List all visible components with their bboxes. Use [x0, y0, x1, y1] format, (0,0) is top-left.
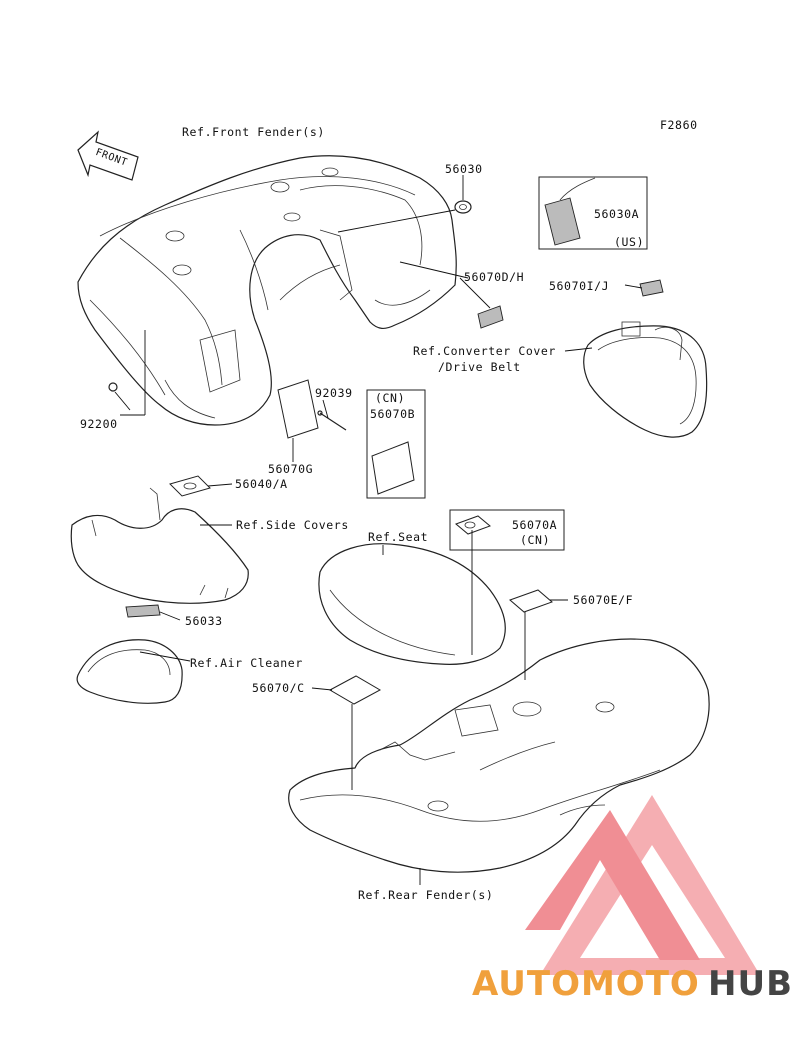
leader-lines — [114, 175, 643, 885]
label-56070C: 56070/C — [252, 681, 305, 695]
ref-air-cleaner: Ref.Air Cleaner — [190, 656, 303, 670]
decal-56070C — [328, 675, 382, 705]
label-56070A-region: (CN) — [520, 533, 550, 547]
diagram-code: F2860 — [660, 118, 698, 132]
label-56070A: 56070A — [512, 518, 557, 532]
box-56030A — [538, 176, 648, 250]
ref-rear-fender: Ref.Rear Fender(s) — [358, 888, 493, 902]
labels: F2860 Ref.Front Fender(s) 56030 56030A (… — [80, 118, 698, 902]
ref-side-covers: Ref.Side Covers — [236, 518, 349, 532]
watermark-text: AUTOMOTO HUB — [472, 964, 793, 1004]
ref-converter-cover: Ref.Converter Cover — [413, 344, 556, 358]
label-56070B: 56070B — [370, 407, 415, 421]
front-arrow: FRONT — [77, 130, 139, 181]
label-56033: 56033 — [185, 614, 223, 628]
decal-56070DH — [477, 305, 504, 329]
decal-56040A — [169, 475, 211, 497]
watermark-brand-part1: AUTOMOTO — [472, 964, 700, 1004]
rear-fender-drawing — [288, 638, 710, 873]
label-56030A-region: (US) — [614, 235, 644, 249]
part-92039 — [317, 410, 347, 431]
ref-front-fender: Ref.Front Fender(s) — [182, 125, 325, 139]
part-92200 — [108, 382, 118, 392]
decal-56070G — [277, 379, 319, 439]
box-56070B — [366, 389, 426, 499]
decal-56030 — [454, 200, 472, 214]
label-56070IJ: 56070I/J — [549, 279, 609, 293]
side-covers-drawing — [70, 487, 249, 604]
label-56030A: 56030A — [594, 207, 639, 221]
label-56040A: 56040/A — [235, 477, 288, 491]
label-56070G: 56070G — [268, 462, 313, 476]
label-56070B-region: (CN) — [375, 391, 405, 405]
label-56070DH: 56070D/H — [464, 270, 524, 284]
ref-seat: Ref.Seat — [368, 530, 428, 544]
label-56030: 56030 — [445, 162, 483, 176]
label-92200: 92200 — [80, 417, 118, 431]
air-cleaner-drawing — [76, 639, 183, 704]
seat-drawing — [318, 543, 506, 665]
front-fender-drawing — [77, 155, 457, 426]
decal-56070A — [455, 515, 491, 535]
decal-56070IJ — [639, 279, 664, 297]
decal-56033 — [125, 604, 161, 618]
ref-drive-belt: /Drive Belt — [438, 360, 521, 374]
logo-m-shape — [525, 810, 700, 960]
watermark-logo — [525, 795, 760, 975]
label-56070EF: 56070E/F — [573, 593, 633, 607]
watermark-brand-part2: HUB — [708, 964, 793, 1004]
label-92039: 92039 — [315, 386, 353, 400]
box-56070A — [449, 509, 565, 551]
converter-cover-drawing — [583, 321, 708, 438]
decal-56070EF — [509, 589, 553, 613]
